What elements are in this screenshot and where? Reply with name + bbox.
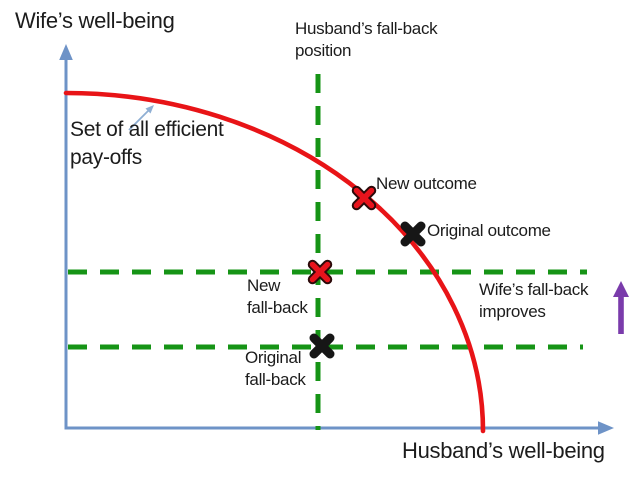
wife-fallback-improves-label: Wife’s fall-back improves <box>479 280 589 322</box>
efficient-set-label: Set of all efficient pay-offs <box>70 118 224 169</box>
new-fallback-marker <box>307 259 333 285</box>
y-axis-arrowhead-icon <box>59 44 73 60</box>
new-outcome-marker <box>351 185 377 211</box>
axes <box>59 44 614 435</box>
original-outcome-marker <box>400 221 426 247</box>
original-fallback-label: Original fall-back <box>245 348 306 390</box>
new-outcome-label: New outcome <box>376 174 477 193</box>
original-outcome-label: Original outcome <box>427 221 551 240</box>
x-axis-arrowhead-icon <box>598 421 614 435</box>
y-axis-title: Wife’s well-being <box>15 8 175 33</box>
new-fallback-label: New fall-back <box>247 276 308 318</box>
husband-fallback-label: Husband’s fall-back position <box>295 19 438 61</box>
wife-fallback-improves-arrow-icon <box>613 281 629 334</box>
x-axis-title: Husband’s well-being <box>402 438 605 463</box>
efficient-set-pointer-arrow-icon <box>128 105 154 131</box>
original-fallback-marker <box>309 333 335 359</box>
